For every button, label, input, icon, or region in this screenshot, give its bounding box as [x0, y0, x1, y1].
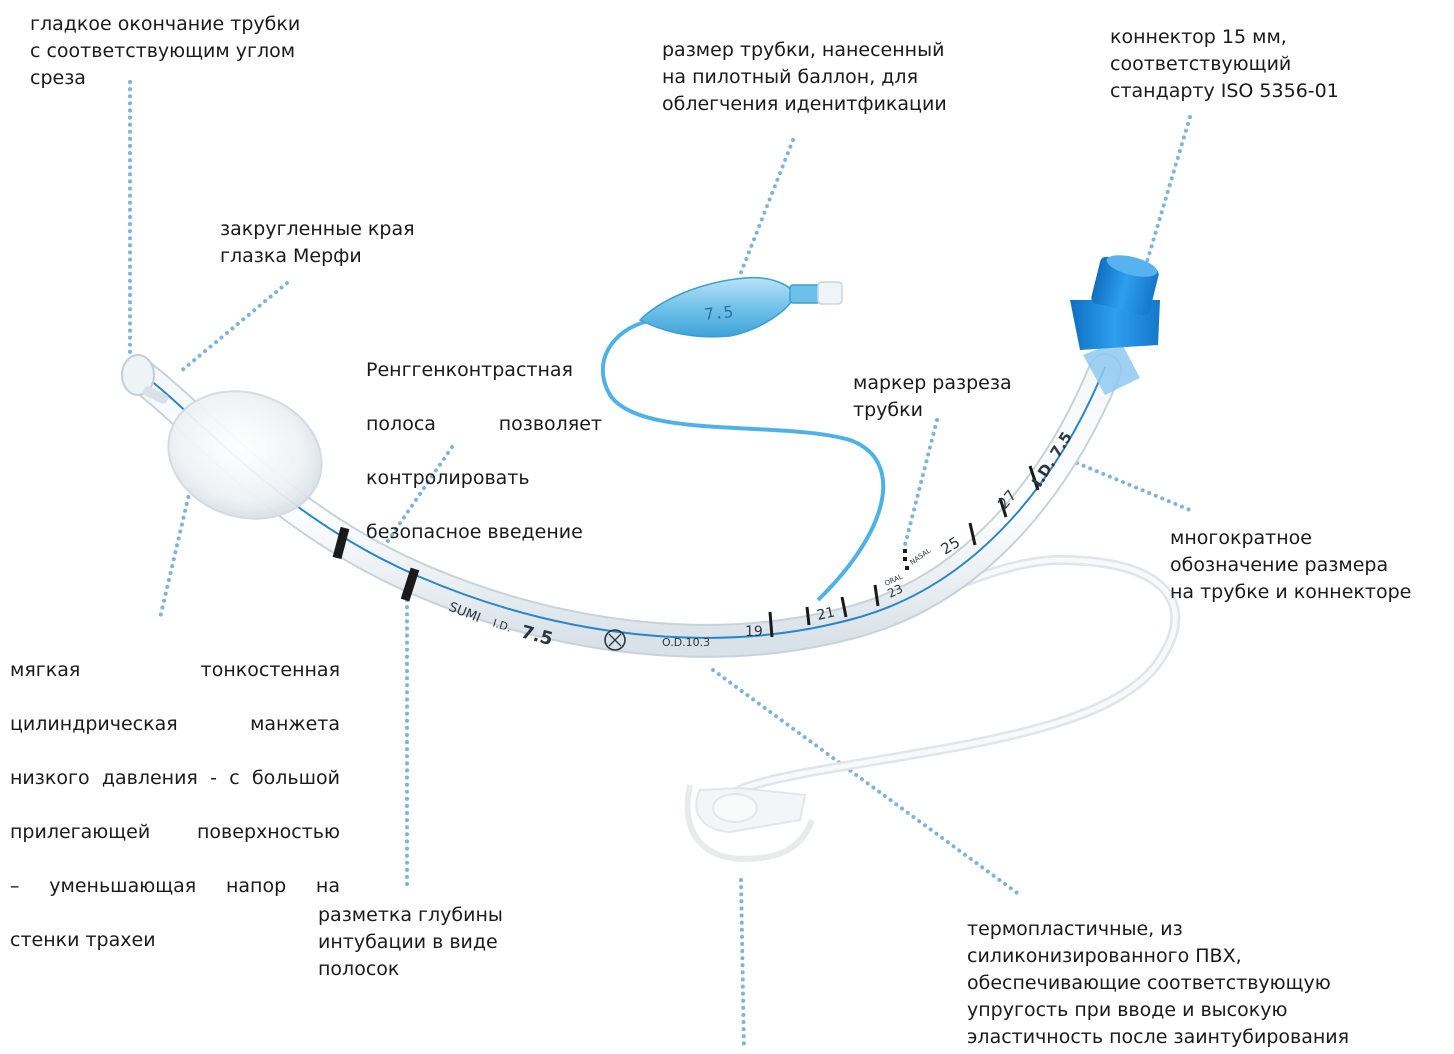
depth-19-text: 19: [745, 624, 763, 640]
cuff-line-4: прилегающей поверхностью: [10, 821, 340, 843]
cuff: [167, 390, 323, 520]
label-radiopaque: Ренггенконтрастная полоса позволяет конт…: [366, 330, 602, 573]
leader-connector: [1141, 115, 1192, 277]
leader-multiple: [1075, 461, 1192, 512]
leader-lines: [128, 80, 1192, 1052]
id-prefix-text: I.D.: [491, 616, 513, 634]
inflation-line: [735, 554, 1181, 795]
syringe-valve: [684, 784, 815, 862]
leader-radiopaque: [373, 445, 454, 562]
leader-bevel: [903, 418, 939, 547]
pilot-balloon: 7.5: [638, 276, 843, 338]
radiopaque-symbol: [604, 629, 626, 651]
cuff-line-2: цилиндрическая манжета: [10, 713, 340, 735]
murphy-eye: [143, 386, 169, 404]
od-text: O.D.10.3: [662, 636, 710, 649]
leader-material: [711, 668, 1022, 897]
radiopaque-line-3: контролировать: [366, 467, 530, 489]
depth-23-text: 23: [885, 582, 905, 601]
label-murphy-eye: закругленные края глазка Мерфи: [220, 218, 415, 267]
cuff-line-3: низкого давления - с большой: [10, 767, 340, 789]
label-depth-marks: разметка глубины интубации в виде полосо…: [318, 904, 503, 980]
tube-tip: [121, 354, 169, 404]
pilot-line: [600, 320, 886, 602]
cuff-line-1: мягкая тонкостенная: [10, 659, 340, 681]
label-cuff: мягкая тонкостенная цилиндрическая манже…: [10, 630, 340, 981]
balloon-size-text: 7.5: [703, 302, 734, 324]
label-connector: коннектор 15 мм, соответствующий стандар…: [1110, 26, 1339, 102]
radiopaque-line-2: полоса позволяет: [366, 413, 602, 435]
leader-cuff: [158, 488, 192, 620]
radiopaque-line-4: безопасное введение: [366, 521, 583, 543]
depth-band-2: [400, 567, 420, 602]
label-material: термопластичные, из силиконизированного …: [967, 918, 1350, 1048]
label-pilot-balloon-size: размер трубки, нанесенный на пилотный ба…: [662, 39, 947, 115]
connector: [1070, 255, 1160, 395]
depth-band-1: [332, 526, 350, 560]
leader-balloon: [738, 138, 795, 277]
label-smooth-tip: гладкое окончание трубки с соответствующ…: [30, 13, 301, 89]
cuff-line-5: – уменьшающая напор на: [10, 875, 340, 897]
radiopaque-line-1: Ренггенконтрастная: [366, 359, 573, 381]
tube-ticks: [768, 465, 1040, 638]
label-multiple-size: многократное обозначение размера на труб…: [1170, 527, 1412, 603]
label-bevel-marker: маркер разреза трубки: [853, 372, 1012, 421]
depth-bands: [332, 526, 420, 602]
depth-21-text: 21: [816, 605, 837, 624]
leader-murphy-eye: [178, 281, 289, 374]
cuff-line-6: стенки трахеи: [10, 929, 156, 951]
leader-syringe: [739, 878, 746, 1052]
bevel-marker: [903, 549, 909, 570]
nasal-text: NASAL: [909, 547, 933, 567]
